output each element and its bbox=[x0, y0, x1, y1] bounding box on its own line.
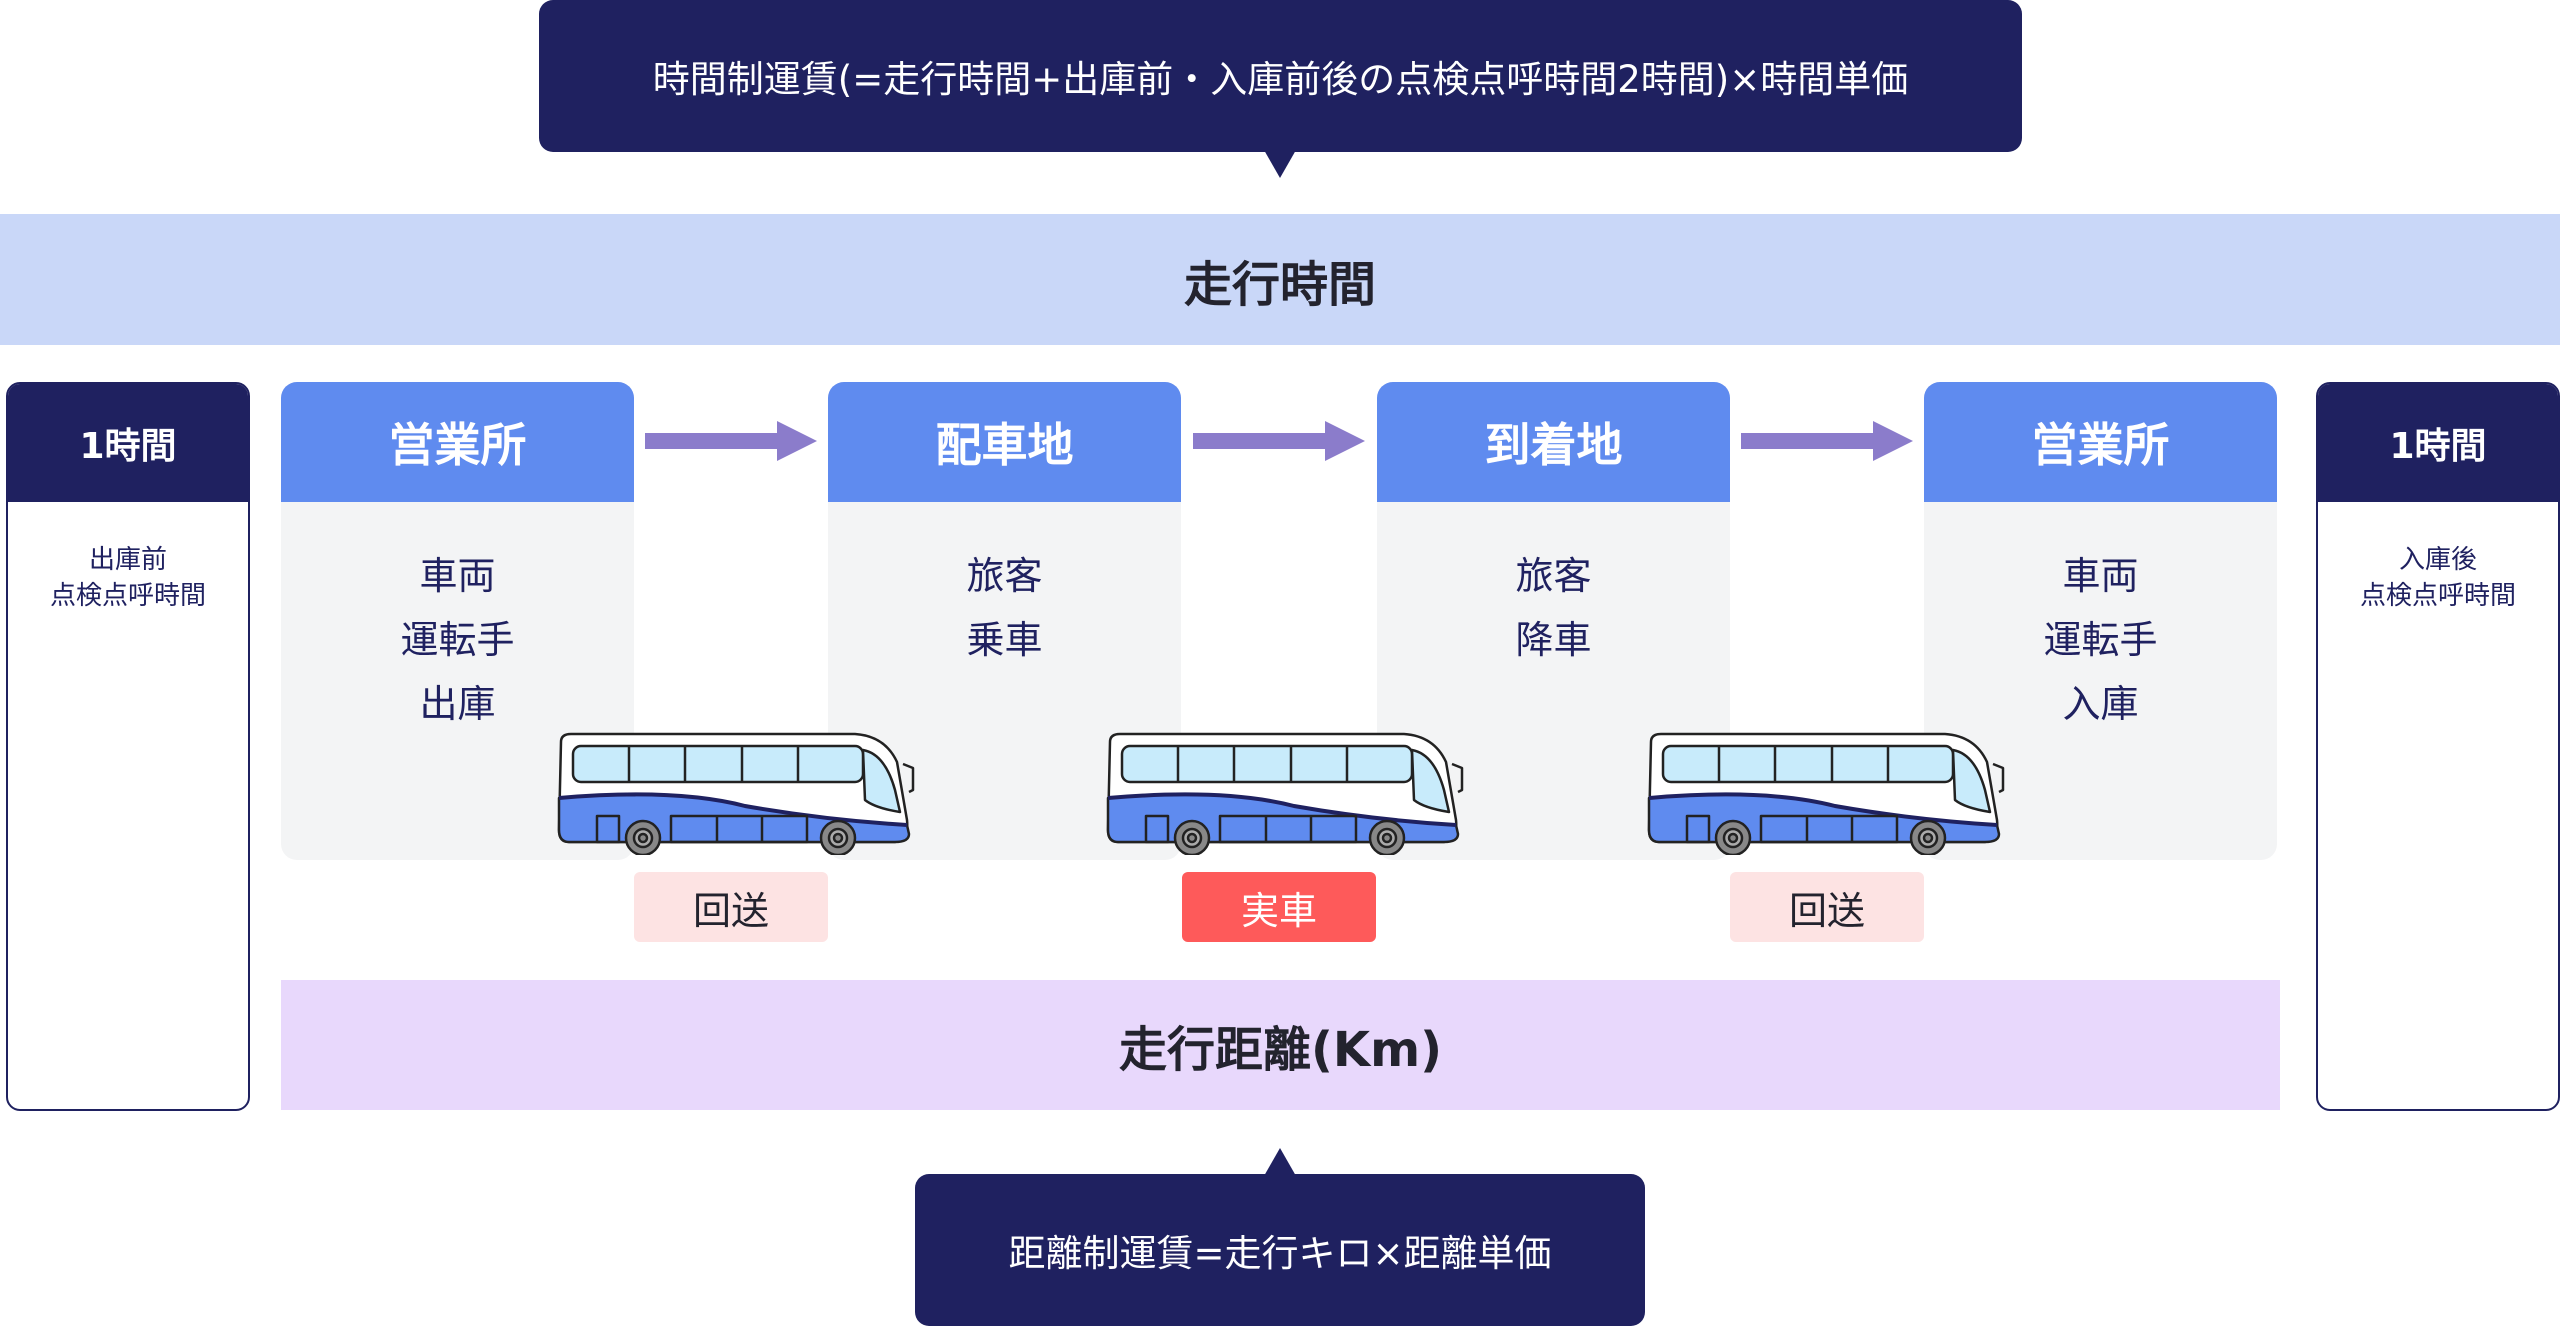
stage-line: 降車 bbox=[1515, 618, 1592, 662]
post-return-inspection-box: 1時間 入庫後 点検点呼時間 bbox=[2316, 382, 2560, 1111]
stage-card-depot-return: 営業所 車両 運転手 入庫 bbox=[1924, 382, 2277, 860]
running-distance-band: 走行距離(Km) bbox=[281, 980, 2280, 1110]
time-fare-formula: 時間制運賃(=走行時間+出庫前・入庫前後の点検点呼時間2時間)×時間単価 bbox=[539, 0, 2022, 152]
pre-departure-duration: 1時間 bbox=[8, 384, 248, 502]
bus-icon bbox=[557, 732, 915, 855]
stage-line: 出庫 bbox=[419, 682, 496, 726]
stage-description: 車両 運転手 入庫 bbox=[1924, 502, 2277, 736]
stage-line: 運転手 bbox=[2043, 618, 2158, 662]
stage-title: 営業所 bbox=[281, 382, 634, 502]
stage-line: 車両 bbox=[2062, 554, 2139, 598]
distance-fare-formula-text: 距離制運賃=走行キロ×距離単価 bbox=[1008, 1232, 1552, 1275]
stage-description: 旅客 乗車 bbox=[828, 502, 1181, 672]
pre-departure-description: 出庫前 点検点呼時間 bbox=[8, 502, 248, 614]
post-return-description: 入庫後 点検点呼時間 bbox=[2318, 502, 2558, 614]
pre-departure-line: 出庫前 bbox=[88, 545, 167, 575]
arrow-right-icon bbox=[1741, 421, 1913, 461]
stage-line: 旅客 bbox=[1515, 554, 1592, 598]
stage-description: 車両 運転手 出庫 bbox=[281, 502, 634, 736]
stage-title: 到着地 bbox=[1377, 382, 1730, 502]
stage-description: 旅客 降車 bbox=[1377, 502, 1730, 672]
callout-pointer-down bbox=[1264, 150, 1296, 178]
running-time-label: 走行時間 bbox=[1183, 256, 1376, 313]
pre-departure-inspection-box: 1時間 出庫前 点検点呼時間 bbox=[6, 382, 250, 1111]
stage-line: 乗車 bbox=[966, 618, 1043, 662]
post-return-duration: 1時間 bbox=[2318, 384, 2558, 502]
stage-title: 営業所 bbox=[1924, 382, 2277, 502]
stage-card-depot-departure: 営業所 車両 運転手 出庫 bbox=[281, 382, 634, 860]
stage-line: 運転手 bbox=[400, 618, 515, 662]
arrow-right-icon bbox=[645, 421, 817, 461]
arrow-right-icon bbox=[1193, 421, 1365, 461]
time-fare-formula-text: 時間制運賃(=走行時間+出庫前・入庫前後の点検点呼時間2時間)×時間単価 bbox=[652, 58, 1909, 101]
distance-fare-formula: 距離制運賃=走行キロ×距離単価 bbox=[915, 1174, 1645, 1326]
segment-badge-deadhead: 回送 bbox=[634, 872, 828, 942]
post-return-line: 入庫後 bbox=[2398, 545, 2477, 575]
segment-badge-deadhead: 回送 bbox=[1730, 872, 1924, 942]
stage-line: 車両 bbox=[419, 554, 496, 598]
stage-title: 配車地 bbox=[828, 382, 1181, 502]
running-time-band: 走行時間 bbox=[0, 214, 2560, 345]
bus-icon bbox=[1106, 732, 1464, 855]
segment-badge-revenue: 実車 bbox=[1182, 872, 1376, 942]
post-return-line: 点検点呼時間 bbox=[2359, 581, 2516, 611]
stage-line: 旅客 bbox=[966, 554, 1043, 598]
pre-departure-line: 点検点呼時間 bbox=[49, 581, 206, 611]
stage-line: 入庫 bbox=[2062, 682, 2139, 726]
bus-icon bbox=[1647, 732, 2005, 855]
running-distance-label: 走行距離(Km) bbox=[1118, 1022, 1443, 1078]
callout-pointer-up bbox=[1264, 1148, 1296, 1176]
